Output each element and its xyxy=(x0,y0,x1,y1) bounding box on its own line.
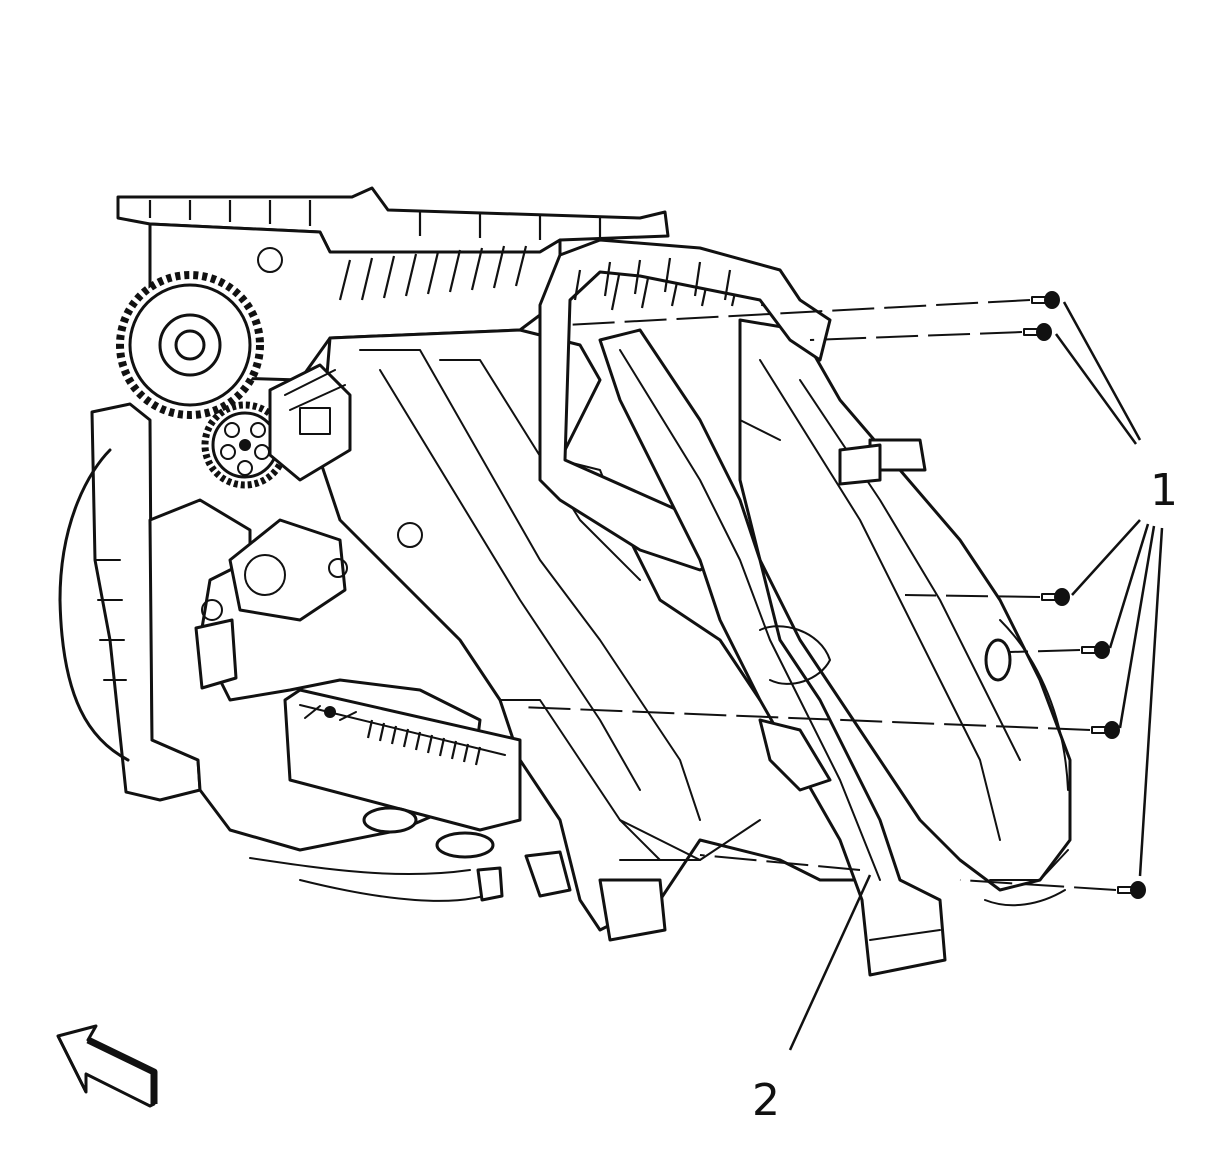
electrical-connector xyxy=(194,247,423,690)
screws xyxy=(1023,291,1146,899)
screw xyxy=(1041,588,1070,606)
mounting-bracket xyxy=(838,438,1066,907)
leader-lines xyxy=(788,301,1164,1051)
screw xyxy=(1117,881,1146,899)
arrow-up-left-icon xyxy=(56,1024,158,1108)
air-duct xyxy=(538,238,947,977)
actuator-motor-lower xyxy=(228,518,348,622)
screw xyxy=(1023,323,1052,341)
callout-label-duct: 2 xyxy=(752,1075,780,1126)
mode-door-gear xyxy=(116,271,264,419)
screw xyxy=(1081,641,1110,659)
alignment-lines xyxy=(519,299,1117,891)
actuator-motor-upper xyxy=(268,363,352,482)
screw xyxy=(1031,291,1060,309)
housing-foot xyxy=(598,819,701,942)
screw xyxy=(1091,721,1120,739)
heater-core xyxy=(283,688,572,902)
callout-label-fasteners: 1 xyxy=(1150,465,1178,516)
